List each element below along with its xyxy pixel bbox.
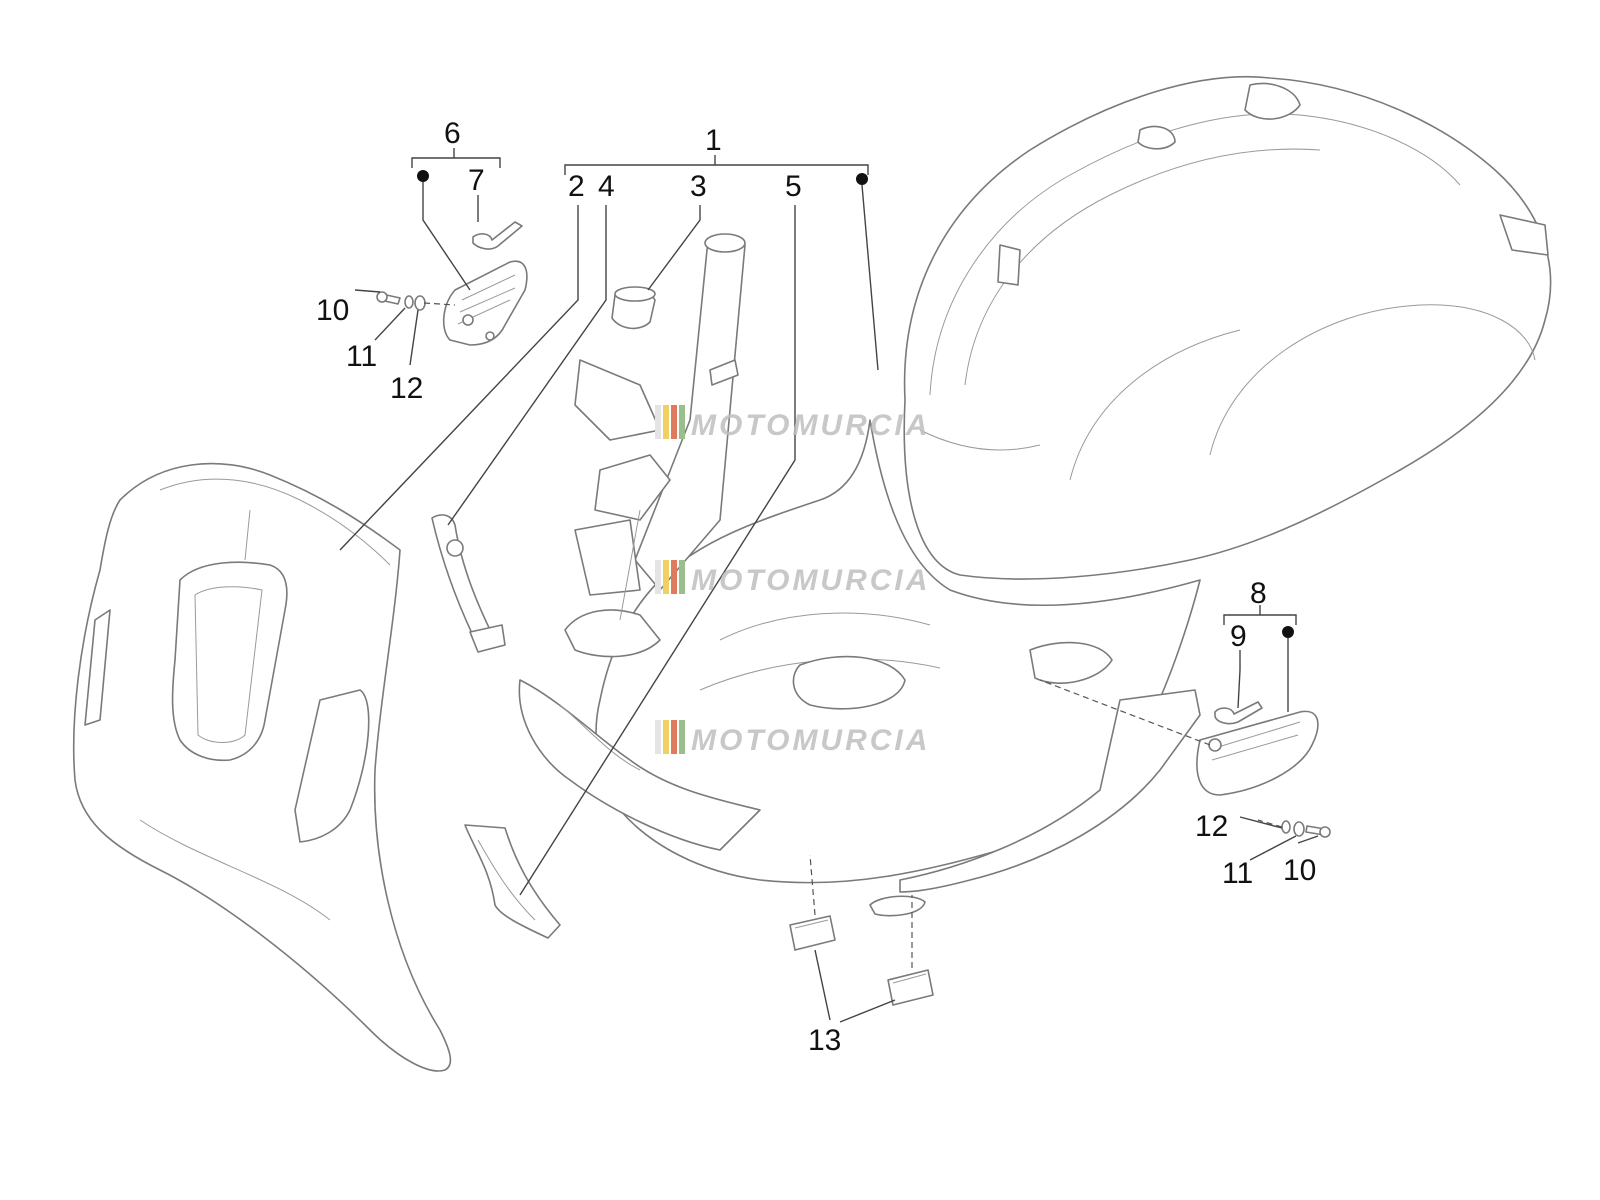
wm3-bar-2 bbox=[663, 720, 669, 754]
watermark-text: MOTOMURCIA bbox=[691, 409, 930, 442]
callout-11-left: 11 bbox=[346, 340, 377, 373]
leader-lines bbox=[339, 148, 1319, 1023]
wm1-bar-2 bbox=[663, 405, 669, 439]
callout-10-left: 10 bbox=[316, 294, 349, 327]
bracket-7 bbox=[472, 221, 523, 250]
callout-8: 8 bbox=[1250, 577, 1267, 610]
wm1-bar-4 bbox=[679, 405, 685, 439]
rear-body-shell bbox=[903, 75, 1552, 580]
callout-6: 6 bbox=[444, 117, 461, 150]
callout-9: 9 bbox=[1230, 620, 1247, 653]
callout-13: 13 bbox=[808, 1024, 841, 1057]
callout-10-right: 10 bbox=[1283, 854, 1316, 887]
wm3-bar-4 bbox=[679, 720, 685, 754]
leg-shield bbox=[72, 462, 452, 1072]
callout-7: 7 bbox=[468, 164, 485, 197]
steering-column-frame bbox=[564, 233, 746, 658]
wm2-bar-4 bbox=[679, 560, 685, 594]
callout-1: 1 bbox=[705, 124, 722, 157]
callout-labels: 1 2 4 3 5 6 7 10 11 12 8 9 12 11 10 13 bbox=[316, 117, 1316, 1057]
watermark-text: MOTOMURCIA bbox=[691, 564, 930, 597]
callout-4: 4 bbox=[598, 170, 615, 203]
wm1-bar-3 bbox=[671, 405, 677, 439]
watermark-text: MOTOMURCIA bbox=[691, 724, 930, 757]
callout-11-right: 11 bbox=[1222, 857, 1253, 890]
screw-washers-right bbox=[1281, 820, 1331, 838]
wm2-bar-2 bbox=[663, 560, 669, 594]
wm3-bar-3 bbox=[671, 720, 677, 754]
callout-12-left: 12 bbox=[390, 372, 423, 405]
callout-2: 2 bbox=[568, 170, 585, 203]
wm2-bar-3 bbox=[671, 560, 677, 594]
wm2-bar-1 bbox=[655, 560, 661, 594]
side-step-left bbox=[442, 260, 528, 346]
front-lower-apron bbox=[518, 679, 761, 851]
horn-cover-frame bbox=[431, 514, 506, 653]
steering-grommet bbox=[611, 286, 656, 330]
lower-shield-cover bbox=[464, 824, 561, 939]
callout-3: 3 bbox=[690, 170, 707, 203]
rubber-plugs bbox=[789, 915, 934, 1006]
callout-12-right: 12 bbox=[1195, 810, 1228, 843]
screw-washers-left bbox=[376, 291, 426, 311]
bracket-9 bbox=[1214, 701, 1263, 725]
wm3-bar-1 bbox=[655, 720, 661, 754]
wm1-bar-1 bbox=[655, 405, 661, 439]
watermark-1: MOTOMURCIA bbox=[655, 405, 930, 442]
watermark-3: MOTOMURCIA bbox=[655, 720, 930, 757]
side-step-right bbox=[1196, 710, 1319, 796]
watermark-2: MOTOMURCIA bbox=[655, 560, 930, 597]
callout-5: 5 bbox=[785, 170, 802, 203]
